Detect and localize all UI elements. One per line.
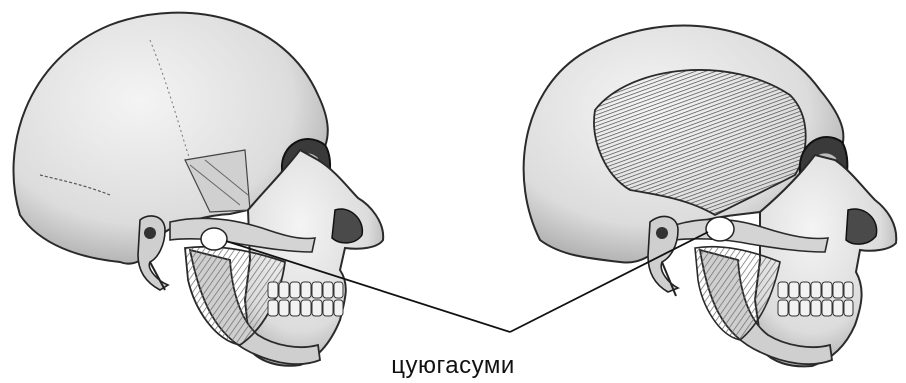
figure-caption: цуюгасуми [0, 352, 906, 380]
right-tmj-marker [706, 217, 734, 241]
right-skull [524, 26, 897, 367]
left-tmj-marker [201, 228, 227, 250]
left-skull [13, 13, 383, 366]
